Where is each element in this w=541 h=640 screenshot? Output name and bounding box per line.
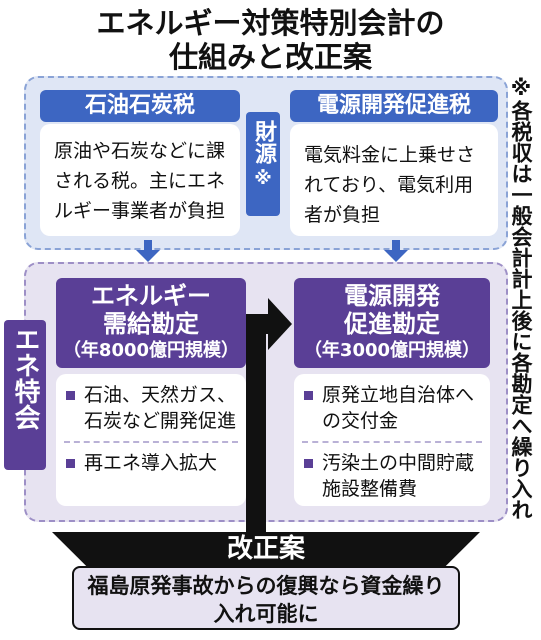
reform-label: 改正案 bbox=[52, 532, 480, 566]
bullet-square-icon bbox=[66, 459, 75, 468]
down-arrow-left-icon bbox=[136, 240, 160, 262]
special-account-label: エネ特会 bbox=[4, 320, 46, 470]
title-line-1: エネルギー対策特別会計の bbox=[96, 6, 445, 40]
list-item: 石油、天然ガス、石炭など開発促進 bbox=[64, 382, 238, 434]
reform-description: 福島原発事故からの復興なら資金繰り入れ可能に bbox=[72, 566, 460, 630]
tax-coal-oil-header: 石油石炭税 bbox=[40, 90, 240, 122]
list-item-text: 原発立地自治体への交付金 bbox=[322, 384, 475, 432]
list-item: 原発立地自治体への交付金 bbox=[302, 382, 482, 434]
tax-coal-oil-description: 原油や石炭などに課される税。主にエネルギー事業者が負担 bbox=[40, 124, 240, 236]
power-development-items: 原発立地自治体への交付金 汚染土の中間貯蔵施設整備費 bbox=[294, 374, 490, 506]
title-line-2: 仕組みと改正案 bbox=[168, 40, 372, 74]
tax-power-description: 電気料金に上乗せされており、電気利用者が負担 bbox=[290, 124, 498, 236]
power-development-scale: （年3000億円規模） bbox=[303, 340, 481, 361]
down-arrow-right-icon bbox=[384, 240, 408, 262]
energy-supply-items: 石油、天然ガス、石炭など開発促進 再エネ導入拡大 bbox=[56, 374, 246, 506]
list-item-text: 再エネ導入拡大 bbox=[84, 452, 218, 474]
energy-supply-name-1: エネルギー bbox=[91, 282, 211, 310]
bullet-square-icon bbox=[304, 459, 313, 468]
power-development-name-2: 促進勘定 bbox=[344, 310, 440, 338]
funding-label: 財源 ※ bbox=[246, 112, 280, 216]
power-development-name-1: 電源開発 bbox=[344, 282, 440, 310]
side-note: ※各税収は一般会計計上後に各勘定へ繰り入れ bbox=[509, 76, 533, 520]
funding-label-mark: ※ bbox=[254, 168, 272, 189]
funding-label-text: 財源 bbox=[251, 120, 276, 164]
power-development-account-header: 電源開発 促進勘定 （年3000億円規模） bbox=[294, 278, 490, 368]
divider bbox=[302, 441, 482, 443]
divider bbox=[64, 441, 238, 443]
list-item-text: 石油、天然ガス、石炭など開発促進 bbox=[84, 384, 237, 432]
special-account-label-text: エネ特会 bbox=[10, 326, 40, 430]
bullet-square-icon bbox=[66, 391, 75, 400]
list-item-text: 汚染土の中間貯蔵施設整備費 bbox=[322, 452, 475, 500]
tax-power-header: 電源開発促進税 bbox=[290, 90, 498, 122]
list-item: 再エネ導入拡大 bbox=[64, 450, 238, 476]
energy-supply-name-2: 需給勘定 bbox=[103, 310, 199, 338]
energy-supply-account-header: エネルギー 需給勘定 （年8000億円規模） bbox=[56, 278, 246, 368]
energy-supply-scale: （年8000億円規模） bbox=[62, 340, 240, 361]
bullet-square-icon bbox=[304, 391, 313, 400]
list-item: 汚染土の中間貯蔵施設整備費 bbox=[302, 450, 482, 502]
